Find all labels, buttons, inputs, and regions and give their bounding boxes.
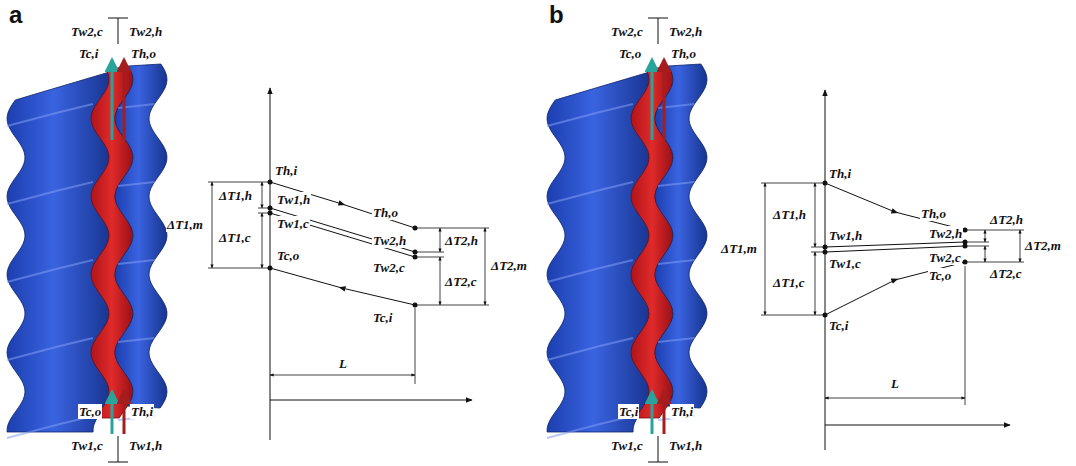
temperature-label: Tw1,c [70, 438, 104, 453]
hot-line [825, 183, 965, 230]
temperature-label: Tc,i [372, 310, 393, 325]
plate-ridge [7, 104, 93, 126]
temperature-label: Th,i [274, 163, 298, 178]
plate-ridge [118, 182, 154, 186]
temperature-label: ΔT1,c [218, 230, 252, 245]
flow-arrow [123, 60, 126, 140]
dimension-lines [208, 182, 489, 384]
temperature-label: Th,i [828, 166, 852, 181]
leader-line [108, 436, 128, 462]
plate-ridge [7, 260, 93, 282]
temperature-label: Tw2,h [128, 24, 163, 39]
plate-ridge [547, 416, 633, 438]
point-dots [268, 180, 418, 308]
flow-arrow [651, 392, 654, 434]
temperature-label: ΔT2,h [444, 233, 479, 248]
flow-arrow [111, 392, 114, 434]
temperature-label: Th,i [670, 404, 694, 419]
temperature-label: Tw2,c [70, 24, 104, 39]
leader-line [648, 18, 668, 44]
plate-ridge [547, 338, 633, 360]
temperature-label: ΔT1,m [720, 241, 758, 256]
point-dots [823, 181, 968, 318]
exchanger-drawing [547, 18, 707, 462]
temperature-label: ΔT1,h [772, 207, 807, 222]
axis [825, 90, 826, 450]
flow-arrow [663, 60, 666, 140]
temperature-label: ΔT2,c [444, 274, 478, 289]
plate-ridge [547, 260, 633, 282]
temperature-label: Tw2,h [668, 24, 703, 39]
temperature-label: Th,o [670, 46, 697, 61]
plate-ridge [7, 416, 93, 438]
plate-ridge [7, 338, 93, 360]
temperature-label: Tc,o [928, 268, 952, 283]
temperature-label: Tw1,h [128, 438, 163, 453]
temperature-label: Th,i [130, 404, 154, 419]
temperature-label: ΔT1,c [772, 275, 806, 290]
plate-ridge [658, 182, 694, 186]
plate-ridge [547, 182, 633, 204]
temperature-label: Tw2,h [928, 226, 963, 241]
temperature-label: Tw1,c [828, 256, 862, 271]
temperature-label: Tc,i [828, 318, 849, 333]
temperature-label: ΔT2,m [490, 258, 528, 273]
temperature-label: ΔT2,c [989, 266, 1023, 281]
plate-ridge [547, 104, 633, 126]
flow-arrow [663, 392, 666, 434]
temperature-label: ΔT2,h [989, 212, 1024, 227]
temperature-label: Tw1,h [828, 228, 863, 243]
profile-graph [208, 88, 489, 440]
dimension-lines [761, 183, 1024, 405]
panel-letter: b [548, 2, 565, 28]
temperature-label: Tw2,c [610, 24, 644, 39]
axis [270, 400, 472, 401]
profile-graph [761, 90, 1024, 450]
temperature-label: Tc,o [618, 46, 642, 61]
exchanger-drawing [7, 18, 167, 462]
axis [825, 425, 1010, 426]
flow-arrow [123, 392, 126, 434]
flow-arrow [651, 60, 654, 140]
flow-arrow [111, 60, 114, 140]
temperature-label: Tw2,c [928, 250, 962, 265]
temperature-label: ΔT1,m [166, 217, 204, 232]
temperature-label: Th,o [130, 46, 157, 61]
axis [270, 88, 271, 440]
panel-letter: a [8, 2, 23, 28]
leader-line [108, 18, 128, 44]
plate-ridge [658, 338, 694, 342]
temperature-label: Tw2,c [372, 260, 406, 275]
plate-illustration [7, 18, 707, 462]
plate-ridge [118, 260, 154, 264]
temperature-label: Tw1,h [668, 438, 703, 453]
leader-line [648, 436, 668, 462]
temperature-label: Tw1,c [610, 438, 644, 453]
plate-ridge [118, 338, 154, 342]
plate-ridge [7, 182, 93, 204]
temperature-label: ΔT2,m [1024, 238, 1062, 253]
temperature-label: ΔT1,h [218, 188, 253, 203]
plate-ridge [658, 260, 694, 264]
temperature-label: Tc,o [276, 248, 300, 263]
temperature-label: Tc,i [618, 404, 639, 419]
temperature-label: Tc,i [78, 46, 99, 61]
temperature-label: L [890, 376, 900, 391]
temperature-label: Tw1,c [276, 216, 310, 231]
temperature-label: L [338, 356, 348, 371]
temperature-label: Tc,o [78, 404, 102, 419]
temperature-label: Th,o [920, 206, 947, 221]
temperature-label: Tw1,h [276, 192, 311, 207]
temperature-label: Th,o [372, 205, 399, 220]
temperature-label: Tw2,h [372, 233, 407, 248]
